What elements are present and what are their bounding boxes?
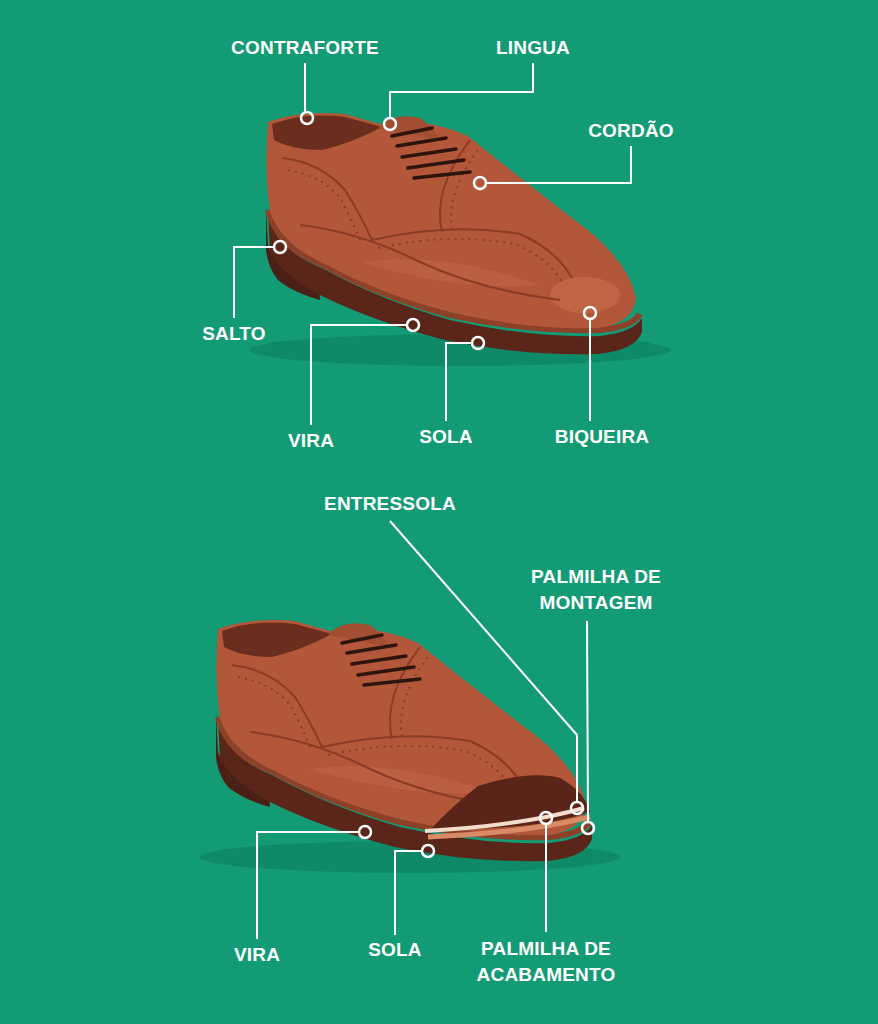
leader-line: [545, 824, 547, 932]
callout-dot: [472, 337, 484, 349]
leader-line: [257, 832, 359, 939]
callout-dot: [274, 241, 286, 253]
leader-line: [587, 621, 588, 822]
callout-dot: [359, 826, 371, 838]
shoe-bottom: [200, 620, 620, 873]
callout-dot: [571, 802, 583, 814]
part-label: SOLA: [419, 424, 473, 450]
part-label: ENTRESSOLA: [324, 491, 456, 517]
part-label: SALTO: [202, 321, 266, 347]
assembly-insole: [428, 817, 590, 837]
callout-dot: [474, 177, 486, 189]
leader-line: [390, 63, 533, 118]
callout-dot: [584, 307, 596, 319]
part-label: LINGUA: [496, 35, 570, 61]
callout-dot: [540, 812, 552, 824]
leader-line: [589, 319, 591, 421]
callout-dot: [582, 822, 594, 834]
leader-line: [395, 851, 422, 935]
leader-lines: [234, 63, 631, 939]
part-label: CONTRAFORTE: [231, 35, 379, 61]
leader-line: [486, 146, 631, 183]
shoe-top: [250, 113, 670, 366]
callout-dot: [384, 118, 396, 130]
leader-line: [234, 247, 274, 318]
part-label: VIRA: [288, 428, 334, 454]
part-label: CORDÃO: [588, 118, 674, 144]
part-label: VIRA: [234, 942, 280, 968]
part-label: PALMILHA DE ACABAMENTO: [441, 936, 651, 988]
callout-dot: [422, 845, 434, 857]
part-label: PALMILHA DE MONTAGEM: [496, 564, 696, 616]
callout-dot: [301, 112, 313, 124]
callout-dot: [407, 319, 419, 331]
cutaway: [425, 775, 590, 837]
callout-dots: [274, 112, 596, 857]
leader-line: [446, 343, 472, 421]
leader-line: [311, 325, 407, 425]
part-label: BIQUEIRA: [555, 424, 650, 450]
leader-line: [304, 63, 306, 112]
part-label: SOLA: [368, 937, 422, 963]
midsole-layer: [425, 808, 584, 831]
leader-line: [390, 521, 577, 802]
